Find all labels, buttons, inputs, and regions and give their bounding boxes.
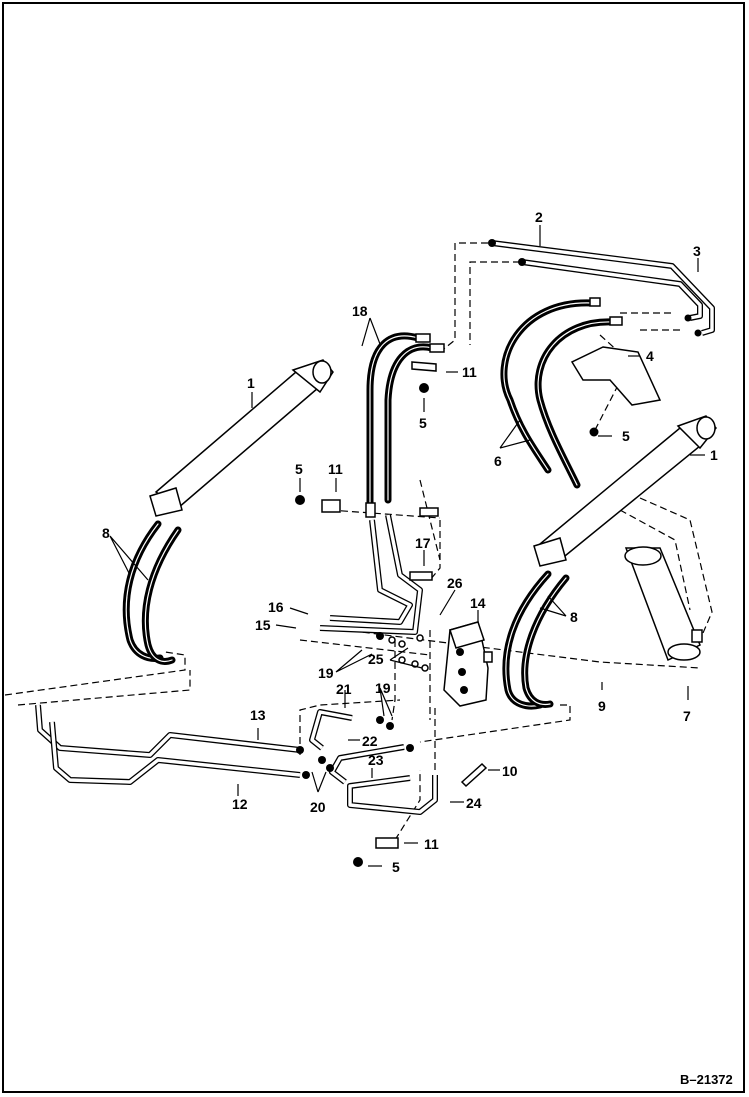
hose-assembly-6 xyxy=(500,297,623,489)
callout-5: 5 xyxy=(295,461,303,477)
callout-16: 16 xyxy=(268,599,284,615)
routing-dashed-lines xyxy=(4,242,713,841)
callout-labels: 2 3 18 11 4 5 5 1 1 6 5 11 8 8 17 26 14 … xyxy=(102,209,718,875)
callout-13: 13 xyxy=(250,707,266,723)
callout-9: 9 xyxy=(598,698,606,714)
callout-11: 11 xyxy=(424,836,439,852)
cylinder-7 xyxy=(624,546,703,662)
fitting-17 xyxy=(409,571,433,581)
clamp-11-bottom xyxy=(353,837,399,867)
callout-5: 5 xyxy=(392,859,400,875)
hose-assembly-18 xyxy=(365,332,445,518)
callout-8: 8 xyxy=(102,525,110,541)
tubes-15-16 xyxy=(319,514,433,635)
mounting-plate-4 xyxy=(570,346,662,437)
callout-18: 18 xyxy=(352,303,368,319)
hose-assembly-8-right xyxy=(502,570,570,710)
fittings-19-25-26 xyxy=(376,632,429,730)
callout-6: 6 xyxy=(494,453,502,469)
callout-4: 4 xyxy=(646,348,654,364)
callout-21: 21 xyxy=(336,681,352,697)
callout-7: 7 xyxy=(683,708,691,724)
callout-11: 11 xyxy=(328,461,343,477)
leader-lines xyxy=(109,225,705,867)
callout-14: 14 xyxy=(470,595,486,611)
callout-12: 12 xyxy=(232,796,248,812)
drawing-reference: B–21372 xyxy=(680,1072,733,1087)
callout-8: 8 xyxy=(570,609,578,625)
callout-19: 19 xyxy=(375,680,391,696)
callout-1: 1 xyxy=(710,447,718,463)
bolt-10 xyxy=(460,762,488,788)
callout-10: 10 xyxy=(502,763,518,779)
callout-5: 5 xyxy=(419,415,427,431)
control-valve-14 xyxy=(443,621,493,707)
clamp-11-top xyxy=(411,361,437,393)
callout-22: 22 xyxy=(362,733,378,749)
hose-assembly-8-left xyxy=(122,520,182,665)
callout-24: 24 xyxy=(466,795,482,811)
callout-15: 15 xyxy=(255,617,271,633)
callout-26: 26 xyxy=(447,575,463,591)
callout-17: 17 xyxy=(415,535,431,551)
cylinder-1-left xyxy=(149,359,334,517)
steel-tubes-12-13 xyxy=(35,704,310,785)
callout-25: 25 xyxy=(368,651,384,667)
cylinder-1-right xyxy=(533,415,717,567)
tubes-21-24 xyxy=(309,709,438,815)
callout-23: 23 xyxy=(368,752,384,768)
callout-20: 20 xyxy=(310,799,326,815)
callout-11: 11 xyxy=(462,364,477,380)
callout-19: 19 xyxy=(318,665,334,681)
callout-3: 3 xyxy=(693,243,701,259)
callout-1: 1 xyxy=(247,375,255,391)
callout-5: 5 xyxy=(622,428,630,444)
clamp-11-mid xyxy=(295,495,439,517)
callout-2: 2 xyxy=(535,209,543,225)
steel-tube-2 xyxy=(488,239,715,337)
